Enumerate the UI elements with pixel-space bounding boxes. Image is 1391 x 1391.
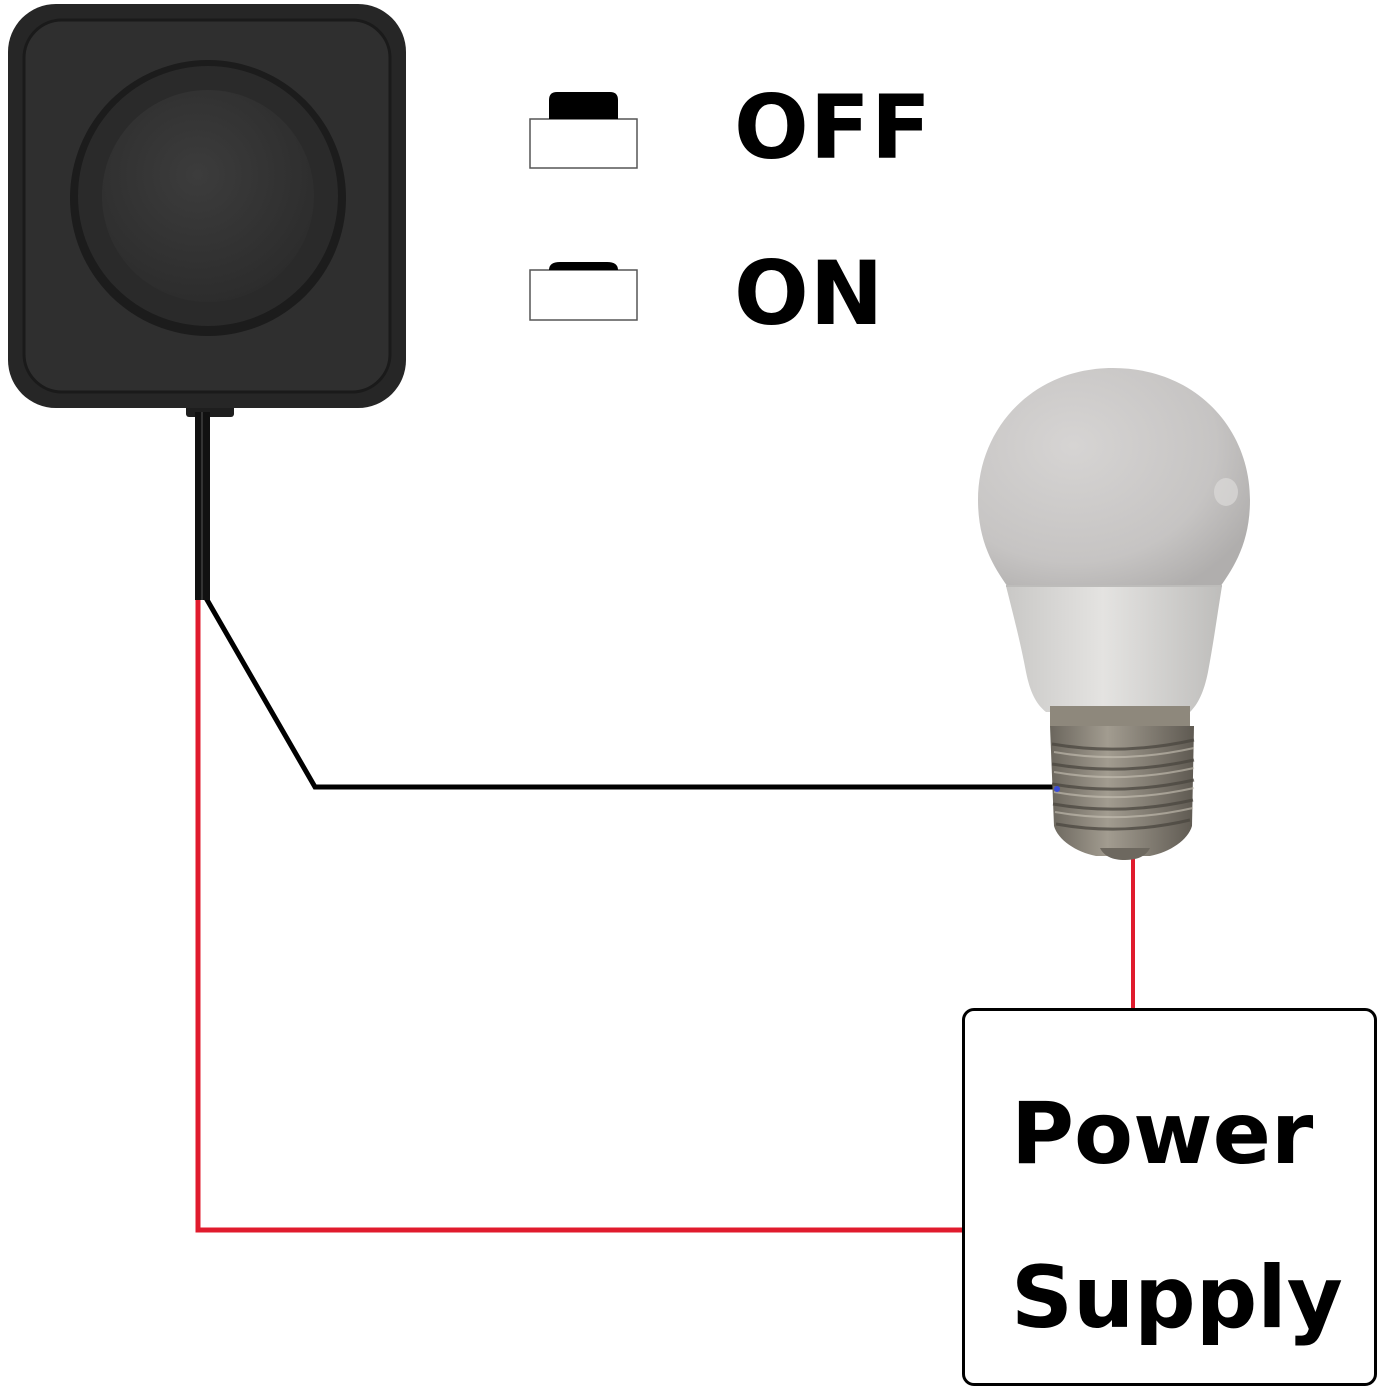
button-raised-icon <box>529 92 638 169</box>
light-bulb-icon <box>978 368 1250 860</box>
push-button-switch-icon <box>8 4 406 408</box>
on-state-label: ON <box>734 242 885 345</box>
power-supply-label-line2: Supply <box>1011 1248 1343 1348</box>
power-supply-label-line1: Power <box>1011 1084 1314 1184</box>
off-state-label: OFF <box>734 76 933 179</box>
black-wire <box>203 596 1058 790</box>
power-supply-box: Power Supply <box>962 1008 1377 1386</box>
button-pressed-icon <box>529 262 638 321</box>
red-wire-switch-to-psu <box>195 598 962 1233</box>
switch-cable <box>186 403 234 600</box>
wires <box>195 596 1135 1233</box>
